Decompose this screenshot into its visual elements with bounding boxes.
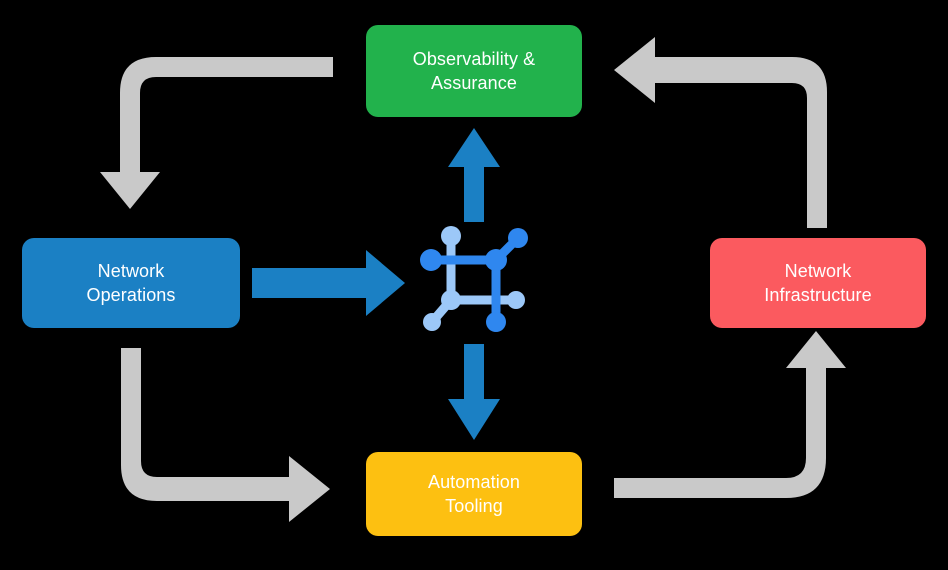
node-box-observability[interactable]: Observability & Assurance xyxy=(366,25,582,117)
mesh-nodes-dark xyxy=(420,228,528,332)
gray-arrow-operations-to-automation xyxy=(121,348,330,522)
node-box-network-infrastructure[interactable]: Network Infrastructure xyxy=(710,238,926,328)
blue-arrow-operations-to-center xyxy=(252,250,405,316)
gray-arrow-infrastructure-to-observability xyxy=(614,37,827,228)
blue-arrow-center-to-observability xyxy=(448,128,500,222)
gray-arrow-observability-to-operations xyxy=(100,57,333,209)
node-label-network-operations: Network Operations xyxy=(86,260,176,305)
node-box-network-operations[interactable]: Network Operations xyxy=(22,238,240,328)
blue-arrow-center-to-automation xyxy=(448,344,500,440)
network-mesh-icon xyxy=(420,226,528,332)
node-label-automation-tooling: Automation Tooling xyxy=(427,471,521,516)
node-box-automation-tooling[interactable]: Automation Tooling xyxy=(366,452,582,536)
gray-arrow-automation-to-infrastructure xyxy=(614,331,846,498)
node-label-network-infrastructure: Network Infrastructure xyxy=(764,260,872,305)
mesh-nodes-light xyxy=(423,226,525,331)
node-label-observability: Observability & Assurance xyxy=(412,48,536,93)
